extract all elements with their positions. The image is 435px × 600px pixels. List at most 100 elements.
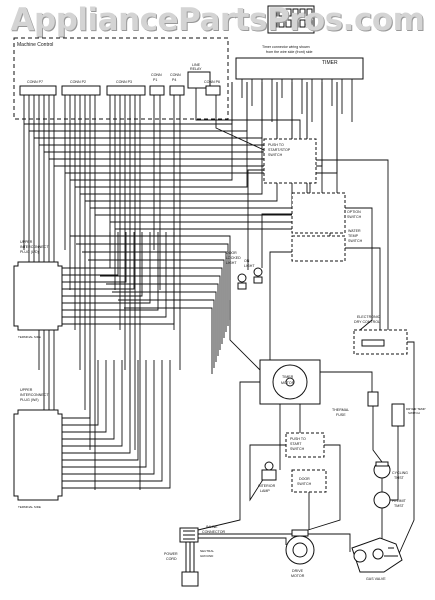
terminal-side-label-2: TERMINAL SIDE (18, 505, 41, 509)
wire (62, 360, 131, 454)
wire (62, 232, 127, 283)
line-relay (187, 71, 211, 89)
wire (62, 360, 139, 461)
option-switch-label-1: OPTION (347, 210, 361, 214)
wire (269, 251, 292, 360)
electronic-dry-control-label-1: ELECTRONIC (357, 315, 381, 319)
power-cord (181, 542, 199, 587)
wire (229, 300, 261, 371)
hi-limit-label-1: HI LIMIT (392, 499, 407, 503)
push-start-label-3: SWITCH (268, 153, 283, 157)
hi-limit-thermostat (373, 491, 391, 509)
machine-control-box (13, 37, 229, 120)
wire (80, 82, 263, 195)
water-temp-label-3: SWITCH (348, 239, 363, 243)
timer-motor-label-1: TIMER (282, 375, 294, 379)
inline-connector-label-2: CONNECTOR (202, 530, 225, 534)
timer-note-1: Timer connector wiring shown (262, 45, 310, 49)
door-switch-label-2: SWITCH (297, 482, 312, 486)
wire (197, 381, 260, 531)
push-start-switch (263, 138, 317, 184)
wire (70, 82, 233, 181)
wire (261, 213, 292, 268)
upper-plug-ld-label-3: PLUG (L/D) (20, 250, 39, 254)
door-switch-label-1: DOOR (299, 477, 310, 481)
wire (112, 291, 217, 362)
door-switch (291, 469, 327, 493)
water-temp-label-1: WATER (348, 229, 361, 233)
conn-p4-label-1: CONN (170, 73, 181, 77)
wire (62, 360, 123, 447)
on-light-label-2: LIGHT (244, 264, 255, 268)
wire (94, 267, 223, 344)
wire (124, 307, 213, 374)
wire (62, 232, 167, 318)
timer-note-2: from the wire side (front) side (266, 50, 313, 54)
cycling-label-1: CYCLING (392, 471, 408, 475)
electronic-dry-control-label-2: DRY CONTROL (354, 320, 380, 324)
dryer-temp-label-1: DRYER TEMP (406, 407, 426, 411)
wire (62, 360, 163, 482)
thermal-fuse (367, 391, 379, 407)
conn-p6 (205, 85, 221, 96)
wire (62, 232, 143, 297)
wire (390, 426, 399, 501)
conn-p6-label: CONN P6 (204, 80, 220, 84)
interior-lamp (261, 461, 277, 481)
door-locked-label-1: DOOR (226, 251, 237, 255)
push-switch-label-3: SWITCH (290, 447, 305, 451)
on-light (253, 267, 263, 284)
wire (62, 360, 107, 433)
conn-p1-label-1: CONN (151, 73, 162, 77)
wire (307, 444, 341, 531)
upper-plug-wi (13, 409, 63, 501)
hi-limit-label-2: TMST (394, 504, 405, 508)
inline-connector (179, 527, 199, 543)
wire (85, 82, 278, 202)
door-locked-light (237, 273, 247, 290)
wire (82, 251, 227, 332)
gas-valve (351, 537, 403, 573)
wire (215, 95, 265, 151)
conn-p7 (19, 85, 57, 96)
timer-box (235, 57, 364, 80)
wire (198, 537, 287, 545)
wire (76, 243, 229, 326)
upper-plug-ld-label-1: UPPER (20, 240, 33, 244)
gas-valve-label: GAS VALVE (366, 577, 386, 581)
conn-p7-label: CONN P7 (27, 80, 43, 84)
wire (75, 82, 248, 188)
wire (88, 259, 225, 338)
water-temp-label-2: TEMP (348, 234, 359, 238)
line-relay-label-1: LINE (192, 63, 201, 67)
wire (345, 247, 381, 330)
conn-p3 (106, 85, 146, 96)
option-switch-label-2: SWITCH (347, 215, 362, 219)
power-cord-label-2: CORD (166, 557, 177, 561)
wire (345, 207, 373, 331)
wire (62, 232, 175, 325)
interior-lamp-label-2: LAMP (260, 489, 270, 493)
upper-plug-wi-label-2: INTERCONNECT (20, 393, 49, 397)
upper-plug-ld (13, 261, 63, 331)
wire (372, 406, 383, 463)
wire (62, 232, 111, 269)
upper-plug-wi-label-3: PLUG (W/I) (20, 398, 39, 402)
neutral-label-2: GROUND (200, 554, 214, 558)
drive-motor-label-2: MOTOR (291, 574, 305, 578)
wire (100, 275, 221, 350)
timer-top-connector (267, 5, 315, 34)
drive-motor-label-1: DRIVE (292, 569, 304, 573)
wire (62, 232, 119, 276)
wire (62, 360, 147, 468)
wire (198, 533, 351, 552)
wire (247, 169, 264, 270)
wire (397, 341, 415, 557)
push-start-label-2: START/STOP (268, 148, 291, 152)
water-temp-switch (291, 235, 346, 262)
machine-control-label: Machine Control (17, 42, 53, 48)
thermal-fuse-label-1: THERMAL (332, 408, 349, 412)
conn-p4-label-2: P4 (172, 78, 176, 82)
line-relay-label-2: RELAY (190, 67, 202, 71)
neutral-label-1: NEUTRAL (200, 549, 214, 553)
